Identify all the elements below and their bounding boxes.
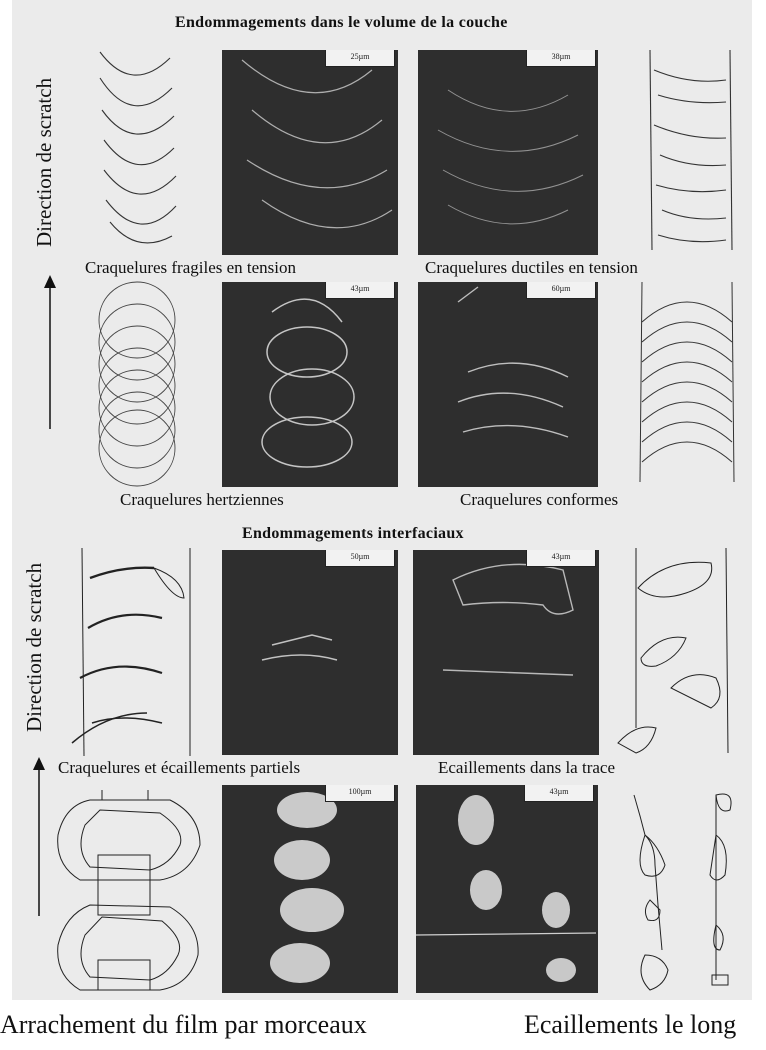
caption-hertzian-cracks: Craquelures hertziennes [120,490,284,510]
sketch-spallation-in-track [616,548,744,758]
caption-spallation-along: Ecaillements le long [524,1010,736,1040]
scale-bar-label: 50µm [326,550,394,563]
sketch-partial-spallation [62,548,202,758]
micrograph-spallation-in-track: 43µm [413,550,599,755]
sketch-conformal-cracks [632,282,744,487]
caption-partial-spallation: Craquelures et écaillements partiels [58,758,300,778]
scale-bar-label: 38µm [527,50,595,63]
sketch-fragile-cracks [92,50,192,255]
micrograph-film-tearing: 100µm [222,785,398,993]
up-arrow-icon [33,757,45,917]
micrograph-conformal-cracks: 60µm [418,282,598,487]
caption-film-tearing: Arrachement du film par morceaux [0,1010,367,1040]
scale-bar-label: 43µm [525,785,593,798]
heading-interface-damage: Endommagements interfaciaux [242,525,464,543]
micrograph-spallation-along: 43µm [416,785,598,993]
caption-fragile-tension: Craquelures fragiles en tension [85,258,296,278]
caption-conformal-cracks: Craquelures conformes [460,490,618,510]
micrograph-hertzian-cracks: 43µm [222,282,398,487]
scale-bar-label: 60µm [527,282,595,295]
scale-bar-label: 25µm [326,50,394,63]
scale-bar-label: 43µm [326,282,394,295]
scale-bar-label: 100µm [326,785,394,798]
direction-label-bottom: Direction de scratch [22,563,47,732]
direction-label-top: Direction de scratch [32,78,57,247]
micrograph-fragile-cracks: 25µm [222,50,398,255]
sketch-hertzian-cracks [82,280,194,488]
sketch-ductile-cracks [640,50,740,255]
micrograph-ductile-cracks: 38µm [418,50,598,255]
caption-spallation-in-track: Ecaillements dans la trace [438,758,615,778]
heading-bulk-damage: Endommagements dans le volume de la couc… [175,14,508,32]
sketch-spallation-along [620,785,744,995]
caption-ductile-tension: Craquelures ductiles en tension [425,258,638,278]
up-arrow-icon [44,275,56,430]
sketch-film-tearing [50,785,210,993]
scale-bar-label: 43µm [527,550,595,563]
micrograph-partial-spallation: 50µm [222,550,398,755]
